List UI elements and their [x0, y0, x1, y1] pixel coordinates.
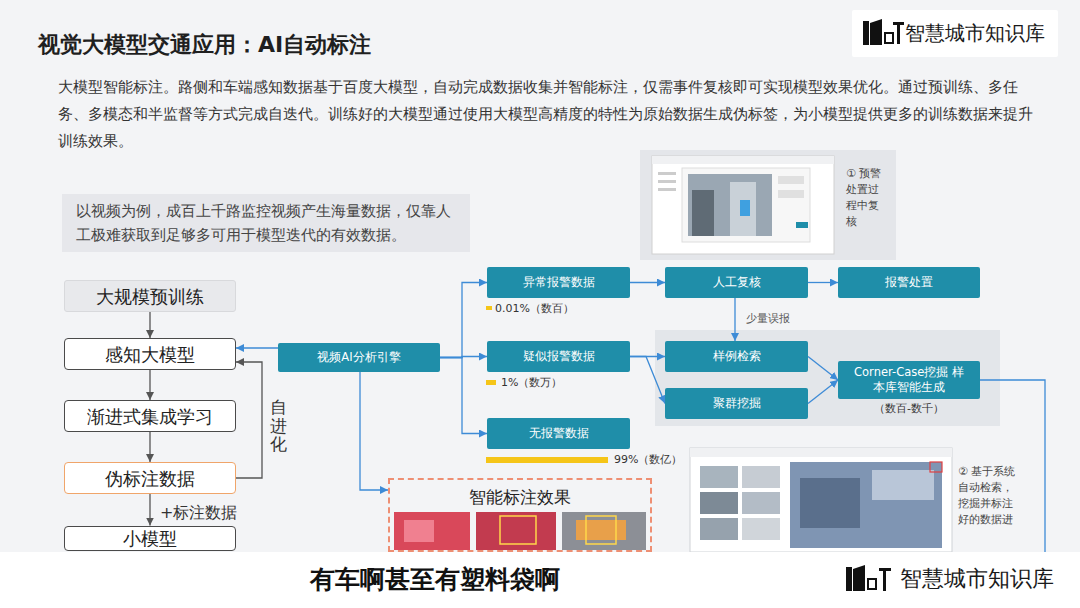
annotation-samples: [394, 512, 646, 550]
intro-paragraph: 大模型智能标注。路侧和车端感知数据基于百度大模型，自动完成数据收集并智能标注，仅…: [58, 74, 1033, 155]
connector-arrow: [360, 372, 388, 490]
connector-arrow: [734, 298, 735, 341]
screenshot-panel: [640, 150, 896, 260]
subtitle-bar: [0, 552, 1080, 608]
connector-arrow: [149, 312, 150, 338]
edge-label: 少量误报: [746, 312, 790, 326]
watermark-panel: [852, 10, 1058, 57]
connector-arrow: [808, 357, 838, 381]
process-panel: [655, 330, 1000, 426]
process-box: 聚群挖掘: [665, 388, 808, 419]
ratio-note: 1%（数万）: [501, 376, 562, 390]
connector-arrow: [440, 283, 487, 358]
connector-arrow: [149, 370, 150, 400]
output-box: Corner-Case挖掘 样本库智能生成（数百-数千）: [838, 361, 980, 399]
process-box: 感知大模型: [64, 338, 236, 370]
watermark-logo: [846, 565, 891, 591]
connector-arrow: [808, 282, 838, 283]
box-text: 报警处置: [885, 275, 933, 290]
process-box: 伪标注数据: [64, 462, 236, 494]
engine-box: 视频AI分析引擎: [278, 343, 440, 372]
process-box: 人工复核: [665, 267, 808, 298]
watermark: 智慧城市知识库: [900, 566, 1054, 592]
slide-title: 视觉大模型交通应用：AI自动标注: [38, 30, 371, 60]
process-box: 报警处置: [838, 267, 980, 298]
data-box: 无报警数据: [487, 418, 630, 449]
connector-arrow: [236, 347, 278, 348]
box-text: 样例检索: [713, 349, 761, 364]
process-box: 渐进式集成学习: [64, 400, 236, 432]
connector-arrow: [149, 494, 150, 526]
step-note: ② 基于系统自动检索，挖掘并标注好的数据进: [958, 464, 1018, 528]
data-box: 异常报警数据: [487, 267, 630, 298]
box-text: 伪标注数据: [105, 468, 195, 489]
box-text: 人工复核: [713, 275, 761, 290]
connector-arrow: [149, 432, 150, 462]
edge-label: +标注数据: [160, 503, 237, 522]
connector-arrow: [440, 358, 487, 434]
connector-arrow: [630, 282, 665, 283]
ratio-note: 0.01%（数百）: [495, 302, 574, 316]
connector-arrow: [630, 357, 665, 404]
box-text: 感知大模型: [105, 344, 195, 365]
box-text: 异常报警数据: [523, 275, 595, 290]
search-screenshot: [690, 448, 952, 552]
box-text: 疑似报警数据: [523, 349, 595, 364]
connector-arrow: [808, 380, 838, 404]
watermark: 智慧城市知识库: [905, 21, 1045, 45]
step-note: ① 预警处置过程中复核: [846, 166, 886, 230]
subtitle-caption: 有车啊甚至有塑料袋啊: [310, 565, 560, 595]
box-text: 小模型: [123, 528, 177, 549]
box-text: 无报警数据: [529, 426, 589, 441]
note-box: 以视频为例，成百上千路监控视频产生海量数据，仅靠人工极难获取到足够多可用于模型迭…: [62, 194, 470, 252]
box-text: 大规模预训练: [96, 286, 204, 307]
sample-frame: 智能标注效果: [388, 478, 652, 552]
connector-arrow: [236, 362, 262, 478]
box-subtext: （数百-数千）: [838, 402, 980, 416]
ratio-note: 99%（数亿）: [614, 453, 682, 467]
process-box: 大规模预训练: [64, 280, 236, 312]
box-text: 视频AI分析引擎: [317, 350, 400, 365]
process-box: 小模型: [64, 526, 236, 551]
box-text: 聚群挖掘: [713, 396, 761, 411]
box-text: 智能标注效果: [469, 486, 571, 508]
data-box: 疑似报警数据: [487, 341, 630, 372]
box-text: Corner-Case挖掘 样本库智能生成: [854, 365, 964, 395]
box-text: 渐进式集成学习: [87, 406, 213, 427]
box-text: 以视频为例，成百上千路监控视频产生海量数据，仅靠人工极难获取到足够多可用于模型迭…: [76, 199, 456, 247]
edge-label: 自进化: [270, 398, 287, 454]
process-box: 样例检索: [665, 341, 808, 372]
